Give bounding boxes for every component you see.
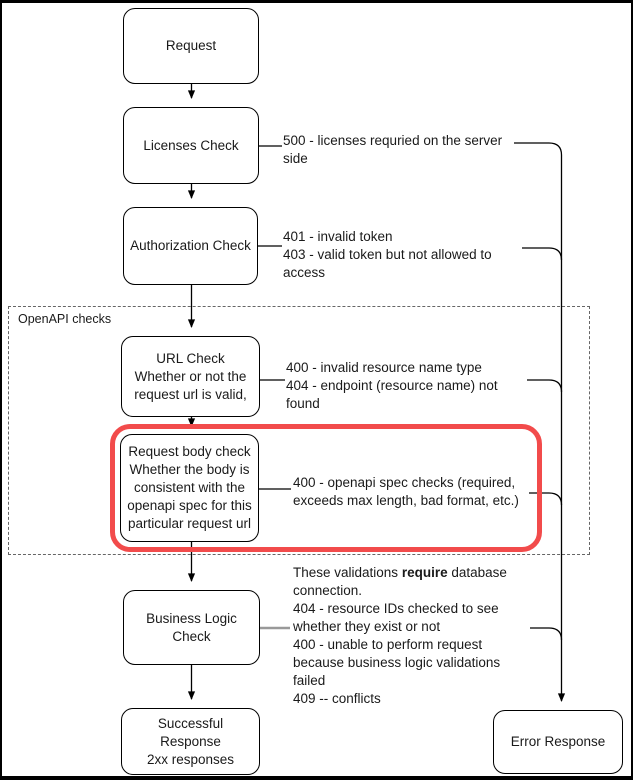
node-business-logic-check: Business Logic Check bbox=[123, 590, 260, 665]
annotation-business-text-2: database connection. 404 - resource IDs … bbox=[293, 565, 507, 706]
annotation-business-logic: These validations require database conne… bbox=[293, 564, 555, 708]
node-successful-response: Successful Response 2xx responses bbox=[121, 708, 260, 775]
openapi-checks-group: OpenAPI checks bbox=[8, 306, 590, 555]
openapi-checks-group-label: OpenAPI checks bbox=[18, 312, 112, 326]
annotation-authorization-401-403: 401 - invalid token 403 - valid token bu… bbox=[283, 229, 492, 280]
node-request-body-check: Request body check Whether the body is c… bbox=[120, 434, 259, 542]
annotation-business-text-1: These validations bbox=[293, 565, 402, 580]
node-licenses-check: Licenses Check bbox=[123, 107, 259, 184]
node-authorization-check: Authorization Check bbox=[123, 207, 258, 285]
node-error-response: Error Response bbox=[493, 710, 623, 774]
annotation-business-bold-require: require bbox=[401, 565, 448, 580]
node-url-check: URL Check Whether or not the request url… bbox=[121, 336, 260, 417]
annotation-licenses-500: 500 - licenses requried on the server si… bbox=[283, 133, 503, 166]
annotation-url-400-404: 400 - invalid resource name type 404 - e… bbox=[286, 360, 498, 411]
node-request: Request bbox=[123, 8, 259, 84]
annotation-body-400: 400 - openapi spec checks (required, exc… bbox=[293, 475, 519, 508]
